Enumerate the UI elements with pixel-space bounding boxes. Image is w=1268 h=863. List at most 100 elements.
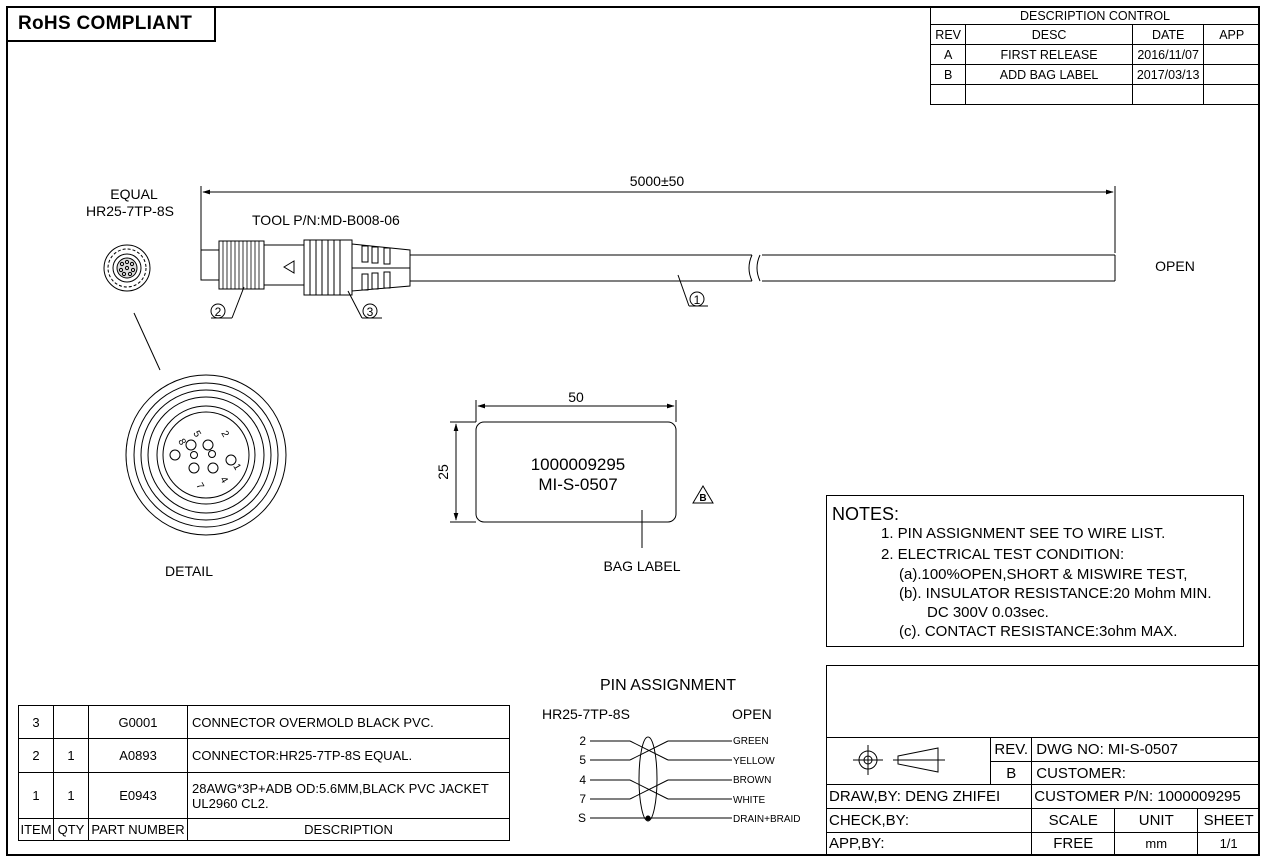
detail-connector-face (125, 374, 287, 536)
open-label: OPEN (1155, 258, 1195, 274)
rev-cell: B (929, 64, 967, 85)
note-line: (b). INSULATOR RESISTANCE:20 Mohm MIN. (899, 585, 1212, 602)
title-block: REV. DWG NO: MI-S-0507 B CUSTOMER: DRAW,… (825, 737, 1260, 855)
bom-qty: 1 (53, 738, 89, 773)
tb-customer-pn: CUSTOMER P/N: 1000009295 (1031, 784, 1260, 809)
pin-number: 8 (175, 437, 188, 448)
pin-left-label: 5 (579, 753, 586, 767)
connector-side-view (200, 239, 411, 296)
detail-leader (133, 312, 161, 371)
bom-header-description: DESCRIPTION (187, 818, 510, 841)
rev-cell (929, 84, 967, 105)
bom-header-qty: QTY (53, 818, 89, 841)
tb-scale-label: SCALE (1031, 808, 1116, 833)
bom-part-number: E0943 (88, 772, 188, 819)
app-cell (1203, 84, 1260, 105)
pin-left-header: HR25-7TP-8S (542, 706, 630, 722)
bom-table: 3 G0001 CONNECTOR OVERMOLD BLACK PVC. 2 … (18, 705, 510, 841)
wire-color-label: WHITE (733, 795, 766, 806)
desc-cell: FIRST RELEASE (965, 44, 1133, 65)
revision-triangle-icon (692, 485, 714, 504)
balloon-1-text: 1 (694, 293, 701, 307)
tb-scale-value: FREE (1031, 832, 1116, 855)
drain-junction (645, 815, 651, 821)
revision-table: DESCRIPTION CONTROL REV DESC DATE APP A … (929, 6, 1260, 105)
pin-left-label: S (578, 811, 586, 825)
bom-part-number: A0893 (88, 738, 188, 773)
wire-color-label: YELLOW (733, 756, 775, 767)
tb-dwg-no: DWG NO: MI-S-0507 (1031, 737, 1260, 762)
pin-assignment-title: PIN ASSIGNMENT (600, 677, 736, 694)
tb-draw-by: DRAW,BY: DENG ZHIFEI (825, 784, 1033, 809)
bom-part-number: G0001 (88, 705, 188, 739)
pin-number: 1 (230, 462, 243, 473)
bom-desc-text: CONNECTOR:HR25-7TP-8S EQUAL. (192, 748, 413, 763)
tb-unit-label: UNIT (1114, 808, 1199, 833)
balloon-leader-3 (347, 290, 363, 319)
notes-box: NOTES: 1. PIN ASSIGNMENT SEE TO WIRE LIS… (826, 495, 1244, 647)
bom-desc-text: UL2960 CL2. (192, 795, 269, 811)
equal-label: EQUAL (110, 186, 158, 202)
tb-check-by: CHECK,BY: (825, 808, 1033, 833)
bag-width-label: 50 (568, 389, 584, 405)
tb-sheet-value: 1/1 (1197, 832, 1260, 855)
note-line: DC 300V 0.03sec. (927, 604, 1049, 621)
date-cell (1131, 84, 1205, 105)
drawing-frame (6, 6, 1260, 856)
bom-item: 2 (18, 738, 54, 773)
date-col-header: DATE (1131, 24, 1205, 45)
tool-pn-label: TOOL P/N:MD-B008-06 (252, 212, 400, 228)
bom-qty (53, 705, 89, 739)
app-col-header: APP (1203, 24, 1260, 45)
pin-right-header: OPEN (732, 706, 772, 722)
tb-sheet-label: SHEET (1197, 808, 1260, 833)
bom-description: 28AWG*3P+ADB OD:5.6MM,BLACK PVC JACKET U… (187, 772, 510, 819)
balloon-2-text: 2 (215, 305, 222, 319)
wire-color-label: BROWN (733, 775, 771, 786)
bom-description: CONNECTOR OVERMOLD BLACK PVC. (187, 705, 510, 739)
bag-label-line1: 1000009295 (531, 455, 626, 474)
note-line: 2. ELECTRICAL TEST CONDITION: (881, 546, 1125, 563)
balloon-leader-1 (677, 274, 690, 307)
note-line: (a).100%OPEN,SHORT & MISWIRE TEST, (899, 566, 1188, 583)
wire-color-label: DRAIN+BRAID (733, 814, 801, 825)
cable-body (410, 254, 1116, 282)
pin-number: 4 (217, 475, 230, 486)
rev-col-header: REV (929, 24, 967, 45)
bom-desc-text: CONNECTOR OVERMOLD BLACK PVC. (192, 714, 434, 730)
tb-rev-label: REV. (990, 737, 1033, 762)
bag-label-outline (475, 421, 677, 523)
bag-label-line2: MI-S-0507 (538, 475, 617, 494)
wire-color-label: GREEN (733, 736, 769, 747)
bag-height-label: 25 (435, 464, 451, 480)
tb-app-by: APP,BY: (825, 832, 1033, 855)
note-line: (c). CONTACT RESISTANCE:3ohm MAX. (899, 623, 1178, 640)
tb-unit-value: mm (1114, 832, 1199, 855)
bom-header-part-number: PART NUMBER (88, 818, 188, 841)
tb-customer: CUSTOMER: (1031, 761, 1260, 785)
pin-number: 7 (193, 481, 206, 492)
pin-left-label: 2 (579, 734, 586, 748)
note-line: 1. PIN ASSIGNMENT SEE TO WIRE LIST. (881, 525, 1166, 542)
balloon-3 (362, 303, 378, 319)
bag-label-caption: BAG LABEL (603, 558, 680, 574)
title-block-top (826, 665, 1260, 738)
detail-label: DETAIL (165, 563, 213, 579)
bom-item: 3 (18, 705, 54, 739)
tb-rev-value: B (990, 761, 1033, 785)
pin-wiring (590, 736, 732, 822)
bom-header-item: ITEM (18, 818, 54, 841)
revision-mark: B (699, 493, 706, 504)
projection-cell (825, 737, 992, 785)
rohs-badge: RoHS COMPLIANT (6, 6, 216, 42)
pin-number: 5 (190, 429, 203, 440)
connector-pn-label: HR25-7TP-8S (86, 203, 174, 219)
connector-face-icon (103, 244, 151, 292)
balloon-3-text: 3 (367, 305, 374, 319)
balloon-1 (689, 291, 705, 307)
bom-description: CONNECTOR:HR25-7TP-8S EQUAL. (187, 738, 510, 773)
pin-number: 2 (218, 429, 231, 440)
bom-qty: 1 (53, 772, 89, 819)
balloon-2 (210, 303, 226, 319)
